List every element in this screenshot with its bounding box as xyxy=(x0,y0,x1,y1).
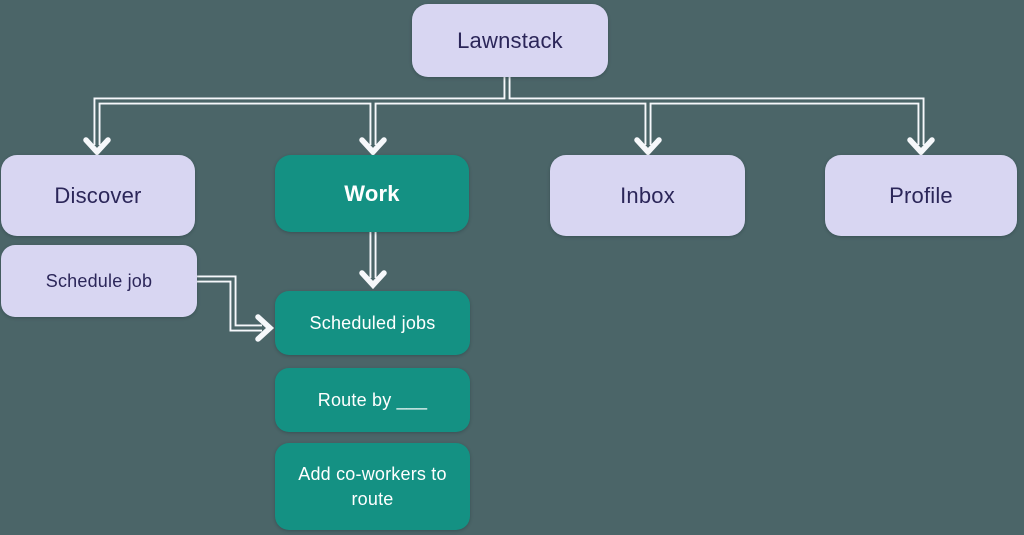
node-route-by[interactable]: Route by ___ xyxy=(275,368,470,432)
node-work[interactable]: Work xyxy=(275,155,469,232)
node-work-label: Work xyxy=(344,180,400,206)
node-inbox[interactable]: Inbox xyxy=(550,155,745,236)
node-add-coworkers-label: Add co-workers to route xyxy=(298,464,447,509)
node-schedule-job-label: Schedule job xyxy=(45,270,153,291)
node-lawnstack-label: Lawnstack xyxy=(457,27,563,53)
node-lawnstack[interactable]: Lawnstack xyxy=(412,4,608,77)
node-add-coworkers[interactable]: Add co-workers to route xyxy=(275,443,470,530)
arrow-down-inbox xyxy=(634,137,662,157)
arrow-down-profile xyxy=(907,137,935,157)
arrow-down-discover xyxy=(83,137,111,157)
node-inbox-label: Inbox xyxy=(620,182,675,208)
connector-core-strokes xyxy=(95,77,923,330)
node-route-by-label: Route by ___ xyxy=(317,389,428,410)
connector-outer-strokes xyxy=(93,77,925,332)
node-schedule-job[interactable]: Schedule job xyxy=(1,245,197,317)
node-scheduled-jobs-label: Scheduled jobs xyxy=(309,312,436,333)
node-profile[interactable]: Profile xyxy=(825,155,1017,236)
arrowheads xyxy=(83,137,935,342)
arrow-down-work xyxy=(359,137,387,157)
node-discover[interactable]: Discover xyxy=(1,155,195,236)
node-profile-label: Profile xyxy=(889,182,953,208)
node-discover-label: Discover xyxy=(54,182,142,208)
arrow-down-scheduled-jobs xyxy=(359,270,387,290)
node-scheduled-jobs[interactable]: Scheduled jobs xyxy=(275,291,470,355)
arrow-right-scheduled-jobs xyxy=(255,314,275,342)
